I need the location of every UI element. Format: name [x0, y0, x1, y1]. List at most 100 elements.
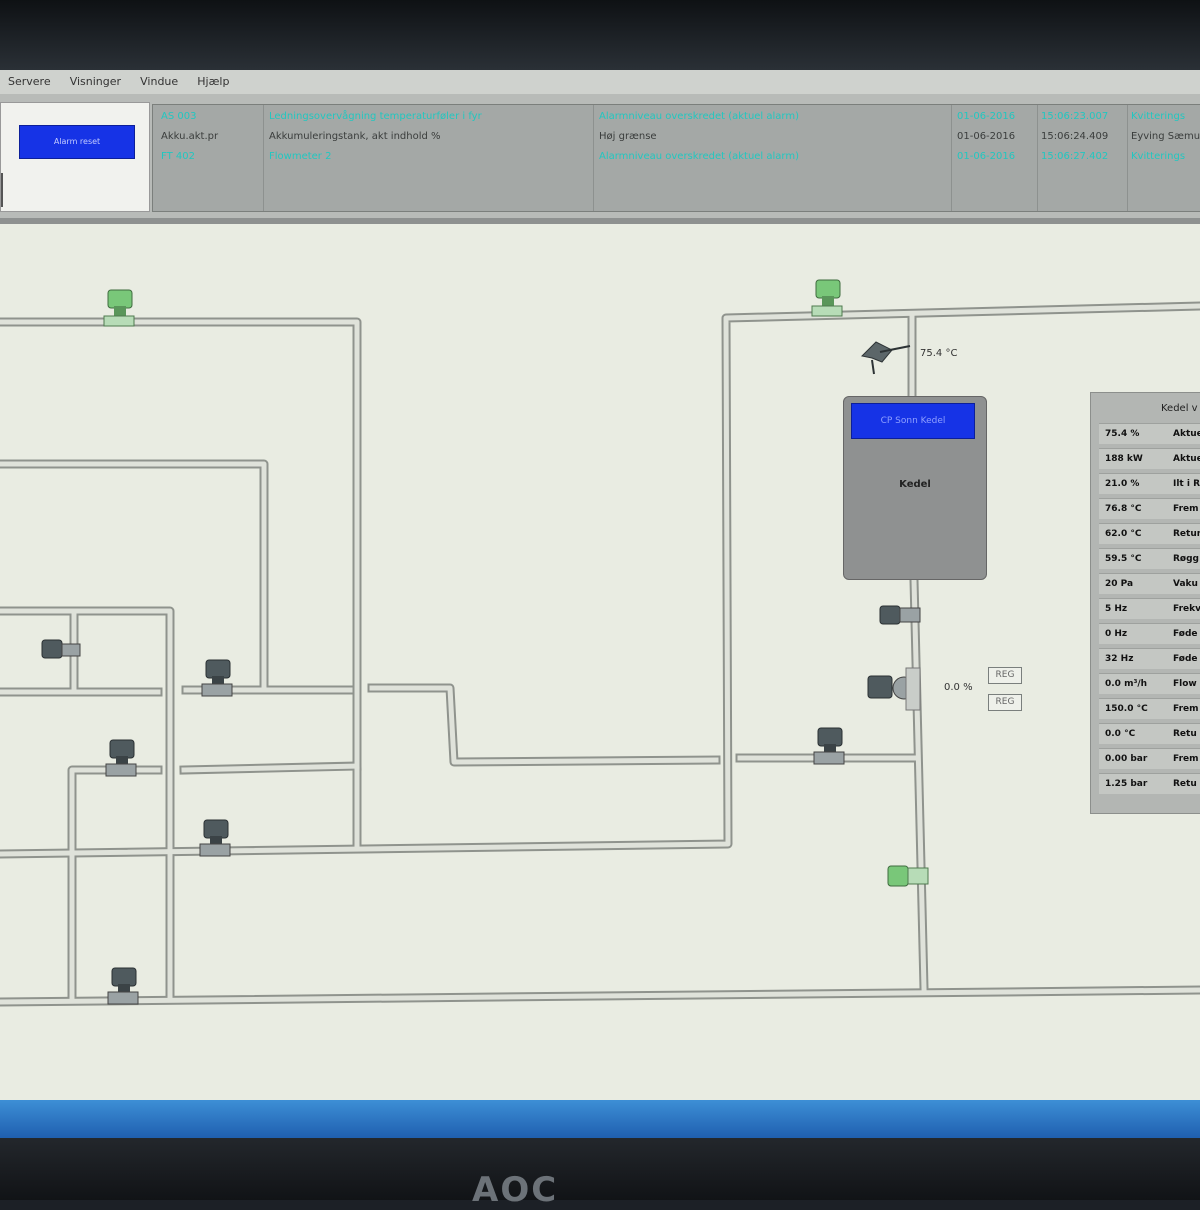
menu-visninger[interactable]: Visninger — [69, 75, 122, 88]
column-divider — [263, 105, 264, 211]
value-name: Frem — [1173, 504, 1199, 514]
alarm-list[interactable]: AS 003 Ledningsovervågning temperaturføl… — [152, 104, 1200, 212]
column-divider — [951, 105, 952, 211]
alarm-toolbar: Alarm reset AS 003 Ledningsovervågning t… — [0, 94, 1200, 218]
alarm-user: Kvitterings — [1131, 151, 1186, 162]
alarm-time: 15:06:24.409 — [1041, 131, 1109, 142]
alarm-date: 01-06-2016 — [957, 111, 1016, 122]
valve-icon[interactable] — [41, 639, 81, 659]
valve-icon[interactable] — [887, 865, 929, 887]
alarm-date: 01-06-2016 — [957, 151, 1016, 162]
value-name: Røgg — [1173, 554, 1199, 564]
alarm-user: Kvitterings — [1131, 111, 1186, 122]
value-name: Frem — [1173, 704, 1199, 714]
value-row: 75.4 %Aktue — [1099, 423, 1200, 444]
menu-vindue[interactable]: Vindue — [140, 75, 179, 88]
value-name: Aktue — [1173, 429, 1200, 439]
value: 150.0 °C — [1105, 704, 1148, 714]
alarm-user: Eyving Sæmu — [1131, 131, 1200, 142]
alarm-description: Flowmeter 2 — [269, 151, 332, 162]
alarm-date: 01-06-2016 — [957, 131, 1016, 142]
monitor-brand-logo: AOC — [472, 1170, 559, 1210]
value-name: Føde — [1173, 629, 1198, 639]
reg-button[interactable]: REG — [988, 667, 1022, 684]
value-row: 21.0 % Ilt i R — [1099, 473, 1200, 494]
alarm-control-panel: Alarm reset — [0, 102, 150, 212]
menu-servere[interactable]: Servere — [8, 75, 51, 88]
temperature-sensor-icon — [860, 341, 911, 375]
panel-edge — [1, 173, 3, 207]
boiler-unit[interactable]: CP Sonn Kedel Kedel — [843, 396, 987, 580]
value-row: 150.0 °C Frem — [1099, 698, 1200, 719]
value-name: Flow — [1173, 679, 1197, 689]
value: 59.5 °C — [1105, 554, 1142, 564]
value: 20 Pa — [1105, 579, 1134, 589]
boiler-temp-reading: 75.4 °C — [920, 348, 958, 359]
toolbar-separator — [0, 218, 1200, 224]
piping-diagram — [0, 279, 1200, 1007]
value-name: Føde — [1173, 654, 1198, 664]
valve-icon[interactable] — [811, 279, 843, 317]
value: 1.25 bar — [1105, 779, 1148, 789]
alarm-tag: AS 003 — [161, 111, 197, 122]
value: 0.0 °C — [1105, 729, 1136, 739]
value-name: Retu — [1173, 779, 1197, 789]
valve-icon[interactable] — [107, 967, 139, 1005]
alarm-tag: Akku.akt.pr — [161, 131, 219, 142]
value-row: 0 Hz Føde — [1099, 623, 1200, 644]
value-name: Vaku — [1173, 579, 1198, 589]
alarm-reset-button[interactable]: Alarm reset — [19, 125, 135, 159]
valve-percent: 0.0 % — [944, 682, 973, 693]
scada-screen: Servere Visninger Vindue Hjælp Alarm res… — [0, 70, 1200, 1138]
value-name: Frem — [1173, 754, 1199, 764]
alarm-description: Akkumuleringstank, akt indhold % — [269, 131, 441, 142]
alarm-row[interactable]: AS 003 Ledningsovervågning temperaturføl… — [153, 107, 1200, 127]
pump-icon[interactable] — [867, 667, 921, 711]
value-row: 5 Hz Frekv — [1099, 598, 1200, 619]
alarm-tag: FT 402 — [161, 151, 195, 162]
alarm-row[interactable]: FT 402 Flowmeter 2 Alarmniveau overskred… — [153, 147, 1200, 167]
alarm-type: Alarmniveau overskredet (aktuel alarm) — [599, 111, 799, 122]
valve-icon[interactable] — [105, 739, 137, 777]
value-row: 0.0 m³/h Flow — [1099, 673, 1200, 694]
value-row: 76.8 °C Frem — [1099, 498, 1200, 519]
value-name: Ilt i R — [1173, 479, 1200, 489]
taskbar — [0, 1100, 1200, 1138]
valve-icon[interactable] — [103, 289, 135, 327]
value-row: 20 Pa Vaku — [1099, 573, 1200, 594]
valve-icon[interactable] — [879, 605, 921, 625]
value: 76.8 °C — [1105, 504, 1142, 514]
value-name: Frekv — [1173, 604, 1200, 614]
menu-hjaelp[interactable]: Hjælp — [197, 75, 230, 88]
value: 0.00 bar — [1105, 754, 1148, 764]
value: 0 Hz — [1105, 629, 1128, 639]
alarm-type: Alarmniveau overskredet (aktuel alarm) — [599, 151, 799, 162]
value: 62.0 °C — [1105, 529, 1142, 539]
monitor-bezel-top — [0, 0, 1200, 70]
boiler-header: CP Sonn Kedel — [851, 403, 975, 439]
alarm-description: Ledningsovervågning temperaturføler i fy… — [269, 111, 482, 122]
reg-button[interactable]: REG — [988, 694, 1022, 711]
column-divider — [1127, 105, 1128, 211]
value: 5 Hz — [1105, 604, 1128, 614]
alarm-row[interactable]: Akku.akt.pr Akkumuleringstank, akt indho… — [153, 127, 1200, 147]
column-divider — [1037, 105, 1038, 211]
boiler-label: Kedel — [899, 479, 931, 490]
valve-icon[interactable] — [199, 819, 231, 857]
alarm-time: 15:06:23.007 — [1041, 111, 1109, 122]
alarm-type: Høj grænse — [599, 131, 657, 142]
value-row: 59.5 °C Røgg — [1099, 548, 1200, 569]
panel-title: Kedel v — [1161, 403, 1198, 414]
alarm-time: 15:06:27.402 — [1041, 151, 1109, 162]
value: 0.0 m³/h — [1105, 679, 1148, 689]
column-divider — [593, 105, 594, 211]
valve-icon[interactable] — [813, 727, 845, 765]
value: 188 kW — [1105, 454, 1143, 464]
value: 21.0 % — [1105, 479, 1140, 489]
valve-icon[interactable] — [201, 659, 233, 697]
